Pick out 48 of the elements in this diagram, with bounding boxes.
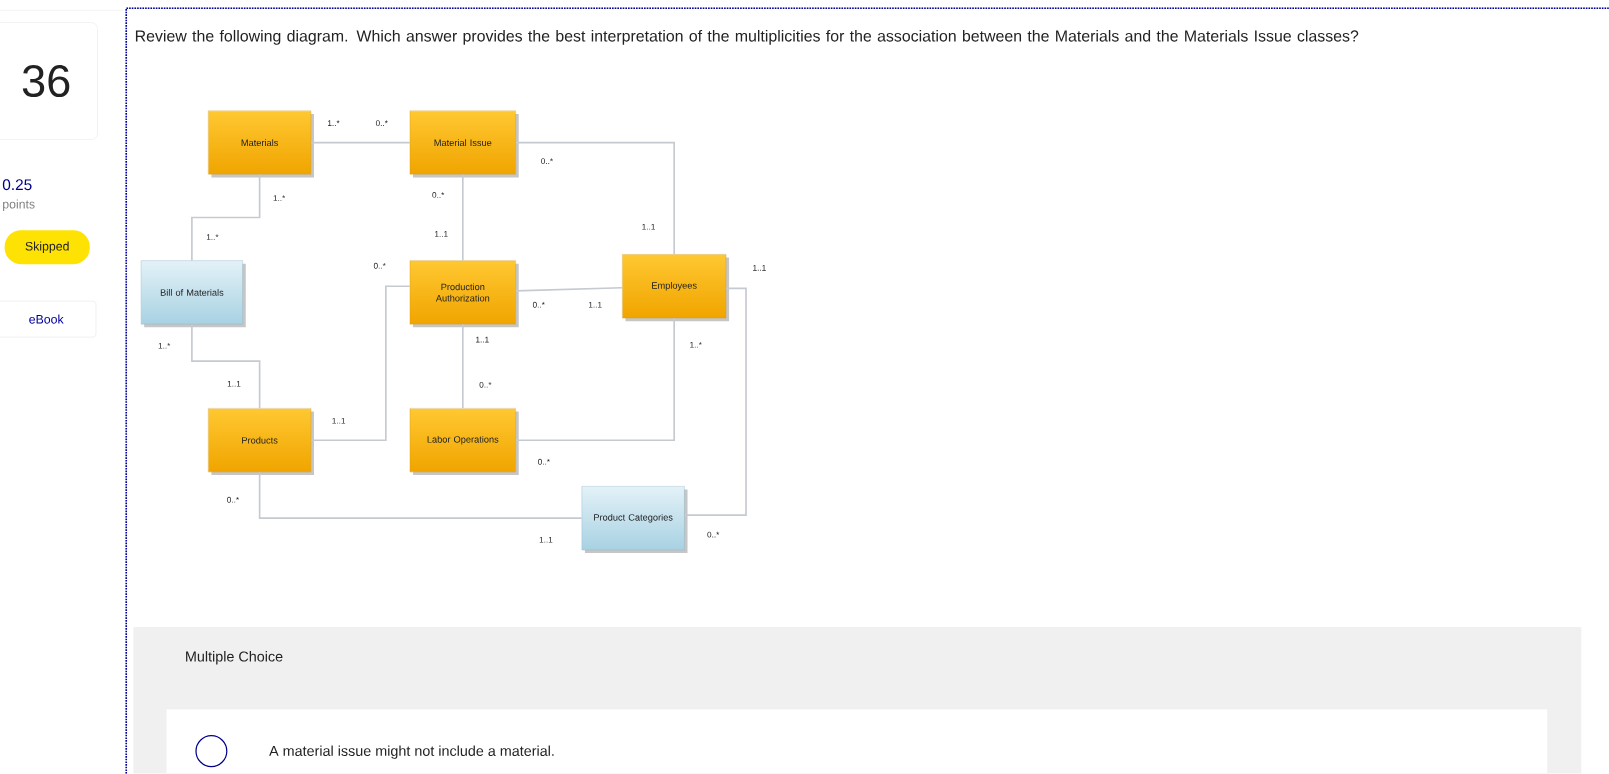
association-line <box>515 317 675 442</box>
association-line <box>310 141 411 144</box>
multiplicity-label: 0..* <box>227 496 239 503</box>
multiplicity-label: 0..* <box>373 263 386 269</box>
question-text: Review the following diagram. Which answer provides the best interpretation of the multiplicities for the association between the Materials and the Materials Issue classes? <box>135 30 1359 45</box>
multiplicity-label: 1..1 <box>435 231 448 237</box>
points-label: points <box>3 199 35 212</box>
class-box: Employees <box>622 254 730 322</box>
class-box: Products <box>208 408 314 476</box>
multiplicity-label: 1..* <box>206 234 219 240</box>
multiplicity-label: 0..* <box>432 192 445 198</box>
association-line <box>310 285 411 442</box>
class-box: Production Authorization <box>409 260 519 328</box>
association-line <box>462 173 464 262</box>
class-box: Bill of Materials <box>140 260 246 328</box>
ebook-button: eBook <box>0 301 97 338</box>
association-line <box>191 323 261 410</box>
multiplicity-label: 0..* <box>479 382 492 388</box>
class-box: Materials <box>208 110 314 178</box>
association-line <box>258 471 583 520</box>
multiplicity-label: 1..1 <box>642 224 655 230</box>
multiplicity-label: 0..* <box>375 120 388 127</box>
multiplicity-label: 1..1 <box>539 537 553 543</box>
multiplicity-label: 0..* <box>541 158 553 165</box>
class-box: Labor Operations <box>409 408 519 476</box>
multiplicity-label: 1..* <box>158 343 171 349</box>
multiplicity-label: 1..* <box>690 342 702 348</box>
class-box: Product Categories <box>581 486 688 554</box>
association-line <box>683 287 747 517</box>
multiplicity-label: 1..1 <box>476 336 489 343</box>
association-line <box>515 141 675 256</box>
score: 0.25 <box>2 179 32 191</box>
multiplicity-label: 1..1 <box>332 418 346 424</box>
multiplicity-label: 0..* <box>707 531 720 538</box>
association-line <box>462 323 464 410</box>
multiplicity-label: 1..1 <box>227 381 241 387</box>
association-line <box>191 173 261 262</box>
answer-option: A material issue might not include a material. <box>166 709 1548 774</box>
class-box: Material Issue <box>409 110 519 178</box>
question-number-card: 36 <box>0 22 98 140</box>
section-heading: Multiple Choice <box>186 651 283 665</box>
association-line <box>515 287 623 292</box>
multiplicity-label: 1..1 <box>588 302 602 308</box>
multiplicity-label: 1..* <box>328 120 340 127</box>
multiplicity-label: 1..* <box>273 195 286 201</box>
multiplicity-label: 1..1 <box>753 265 766 271</box>
multiplicity-label: 0..* <box>532 302 545 308</box>
multiplicity-label: 0..* <box>538 459 550 465</box>
